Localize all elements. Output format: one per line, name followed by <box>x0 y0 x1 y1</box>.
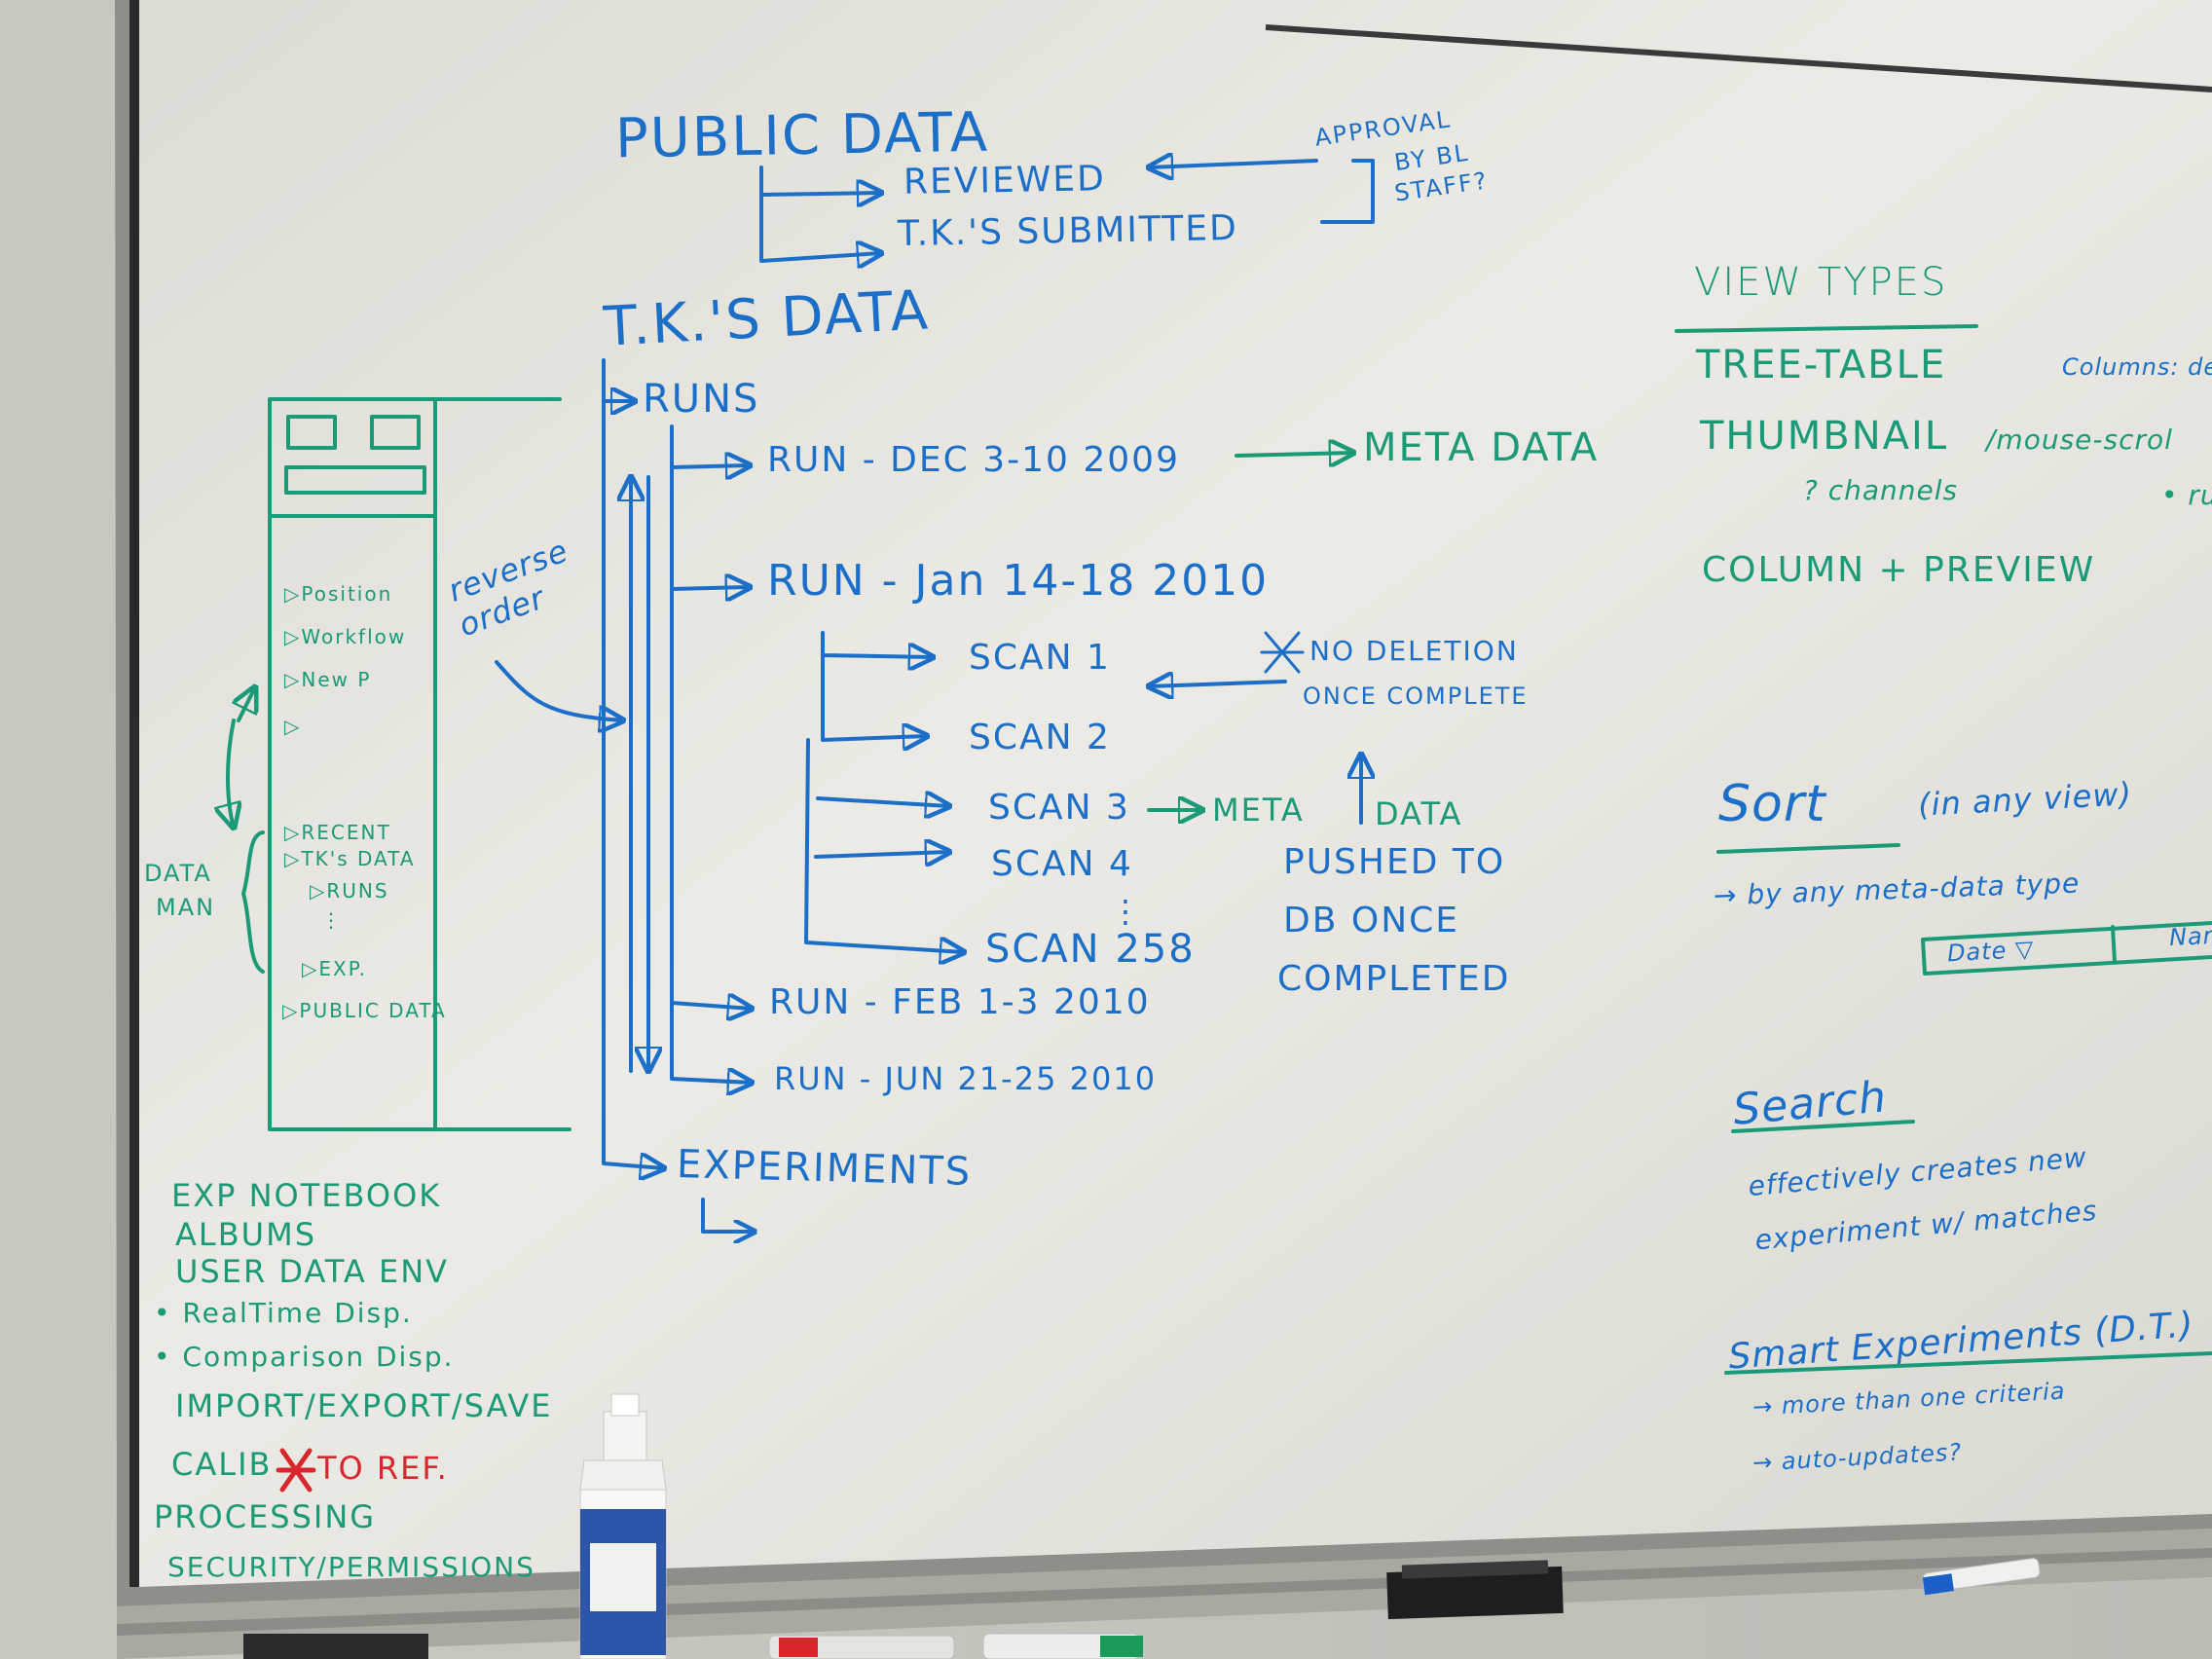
run-jan-2010: RUN - Jan 14-18 2010 <box>767 556 1270 606</box>
scan-3: SCAN 3 <box>988 788 1130 828</box>
note-to-ref: TO REF. <box>317 1450 449 1487</box>
arrow-no-deletion <box>1149 682 1287 686</box>
arrow-meta-data-run1 <box>1235 453 1353 456</box>
scan-1: SCAN 1 <box>969 638 1111 678</box>
panel-tree-exp: ▷EXP. <box>302 957 368 980</box>
panel-right-edge <box>433 397 571 1131</box>
view-bullet: • ru <box>2161 479 2212 511</box>
sort-col-name: Nar <box>2168 921 2212 952</box>
runs-label: RUNS <box>643 377 760 422</box>
arrow-reverse-order <box>495 660 623 720</box>
view-tree-table: TREE-TABLE <box>1696 343 1947 387</box>
arrow-experiments-sub <box>701 1198 755 1232</box>
arrow-submitted <box>759 166 881 261</box>
markers-in-tray <box>243 1558 2041 1659</box>
scan-ellipsis: ⋮ <box>1110 893 1143 930</box>
arrow-scan2 <box>821 631 927 740</box>
data-man-2: MAN <box>156 894 216 921</box>
panel-item-position: ▷Position <box>284 582 393 606</box>
search-underline <box>1731 1120 1915 1133</box>
panel-thumb-1 <box>286 415 337 450</box>
view-channels: ? channels <box>1803 474 1959 506</box>
view-types-underline <box>1675 324 1978 333</box>
cleaner-spray-bottle <box>579 1393 667 1659</box>
sort-title: Sort <box>1718 775 1826 833</box>
meta-scan3-label: META <box>1212 792 1305 829</box>
smart-underline <box>1724 1351 2212 1375</box>
meta-data-label: META DATA <box>1363 425 1600 470</box>
board-surface <box>134 0 2212 1587</box>
panel-thumb-2 <box>370 415 421 450</box>
view-column-preview: COLUMN + PREVIEW <box>1702 550 2096 590</box>
sort-table-sketch <box>1921 921 2212 976</box>
public-data-title: PUBLIC DATA <box>614 100 990 171</box>
run-jun-2010: RUN - JUN 21-25 2010 <box>774 1060 1158 1097</box>
panel-tree-runs: ▷RUNS <box>310 879 389 903</box>
arrow-panel-up-down <box>228 719 234 828</box>
note-import-export-save: IMPORT/EXPORT/SAVE <box>175 1387 553 1424</box>
pushed-1: PUSHED TO <box>1283 842 1506 882</box>
view-columns-note: Columns: de <box>2062 353 2212 381</box>
no-deletion-2: ONCE COMPLETE <box>1303 682 1529 710</box>
panel-item-new-p: ▷New P <box>284 668 372 691</box>
arrow-run2 <box>670 587 750 589</box>
tk-data-title: T.K.'S DATA <box>602 278 932 359</box>
note-user-data-env: USER DATA ENV <box>175 1253 450 1290</box>
panel-item-empty: ▷ <box>284 715 302 738</box>
reviewed-label: REVIEWED <box>903 159 1107 203</box>
submitted-label: T.K.'S SUBMITTED <box>897 207 1239 255</box>
note-realtime-disp: • RealTime Disp. <box>154 1297 413 1329</box>
eraser <box>1386 1566 1564 1620</box>
data-man-brace <box>241 830 265 974</box>
arrow-scan3 <box>816 798 949 806</box>
panel-tree-recent: ▷RECENT <box>284 821 391 844</box>
note-exp-notebook: EXP NOTEBOOK <box>171 1177 442 1214</box>
view-types-title: VIEW TYPES <box>1694 260 1948 305</box>
panel-tree-public-data: ▷PUBLIC DATA <box>282 999 447 1022</box>
note-security-permissions: SECURITY/PERMISSIONS <box>167 1551 535 1583</box>
meta-scan3-label-2: DATA <box>1375 795 1463 832</box>
spine-experiments <box>602 358 664 1168</box>
asterisk-blue <box>1260 631 1305 674</box>
pushed-3: COMPLETED <box>1277 959 1511 999</box>
experiments-label: EXPERIMENTS <box>676 1142 973 1195</box>
spine-run4 <box>670 424 752 1083</box>
scan-2: SCAN 2 <box>969 718 1111 757</box>
board-edge-top <box>1265 24 2212 92</box>
asterisk-red <box>276 1448 316 1493</box>
arrow-scan258 <box>804 738 964 952</box>
approval-bracket <box>1320 159 1375 224</box>
pushed-2: DB ONCE <box>1283 901 1460 940</box>
scan-4: SCAN 4 <box>991 844 1133 884</box>
panel-tree-tks-data: ▷TK's DATA <box>284 847 416 870</box>
panel-item-workflow: ▷Workflow <box>284 625 407 648</box>
view-thumbnail: THUMBNAIL <box>1700 414 1949 459</box>
sort-col-date: Date ▽ <box>1946 935 2036 968</box>
note-calib: CALIB <box>171 1446 273 1483</box>
run-feb-2010: RUN - FEB 1-3 2010 <box>769 982 1151 1022</box>
data-man-1: DATA <box>144 860 212 887</box>
view-mouse-scroll: /mouse-scrol <box>1986 424 2173 456</box>
panel-tree-ellipsis: ⋮ <box>321 908 343 932</box>
no-deletion-1: NO DELETION <box>1309 635 1519 667</box>
run-dec-2009: RUN - DEC 3-10 2009 <box>767 440 1180 480</box>
arrow-approval <box>1149 161 1318 167</box>
panel-bar <box>284 465 426 495</box>
note-processing: PROCESSING <box>154 1498 377 1535</box>
sort-underline <box>1716 843 1900 854</box>
arrow-scan4 <box>814 852 949 857</box>
arrow-run3 <box>670 1003 752 1009</box>
arrow-reviewed <box>759 193 881 195</box>
arrow-run1 <box>670 465 750 467</box>
note-albums: ALBUMS <box>175 1216 317 1253</box>
scan-258: SCAN 258 <box>985 927 1196 972</box>
note-comparison-disp: • Comparison Disp. <box>154 1341 455 1373</box>
